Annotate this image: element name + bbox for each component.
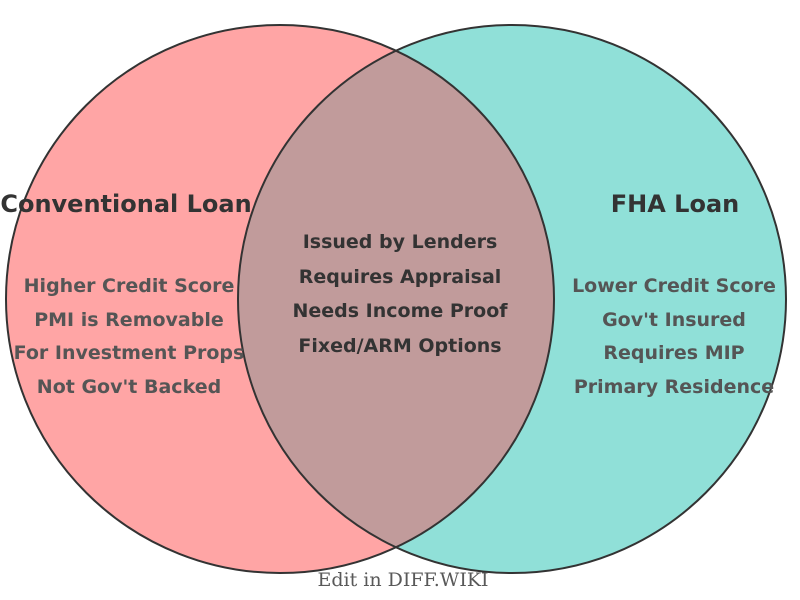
left-set-title: Conventional Loan: [0, 190, 252, 218]
right-items-list: Lower Credit Score Gov't Insured Require…: [572, 270, 776, 404]
intersection-item: Issued by Lenders: [302, 231, 498, 253]
intersection-item: Fixed/ARM Options: [298, 334, 502, 357]
right-item: Gov't Insured: [602, 308, 746, 331]
intersection-item: Needs Income Proof: [292, 300, 508, 322]
right-item: Requires MIP: [603, 342, 745, 364]
edit-link[interactable]: Edit in DIFF.WIKI: [317, 569, 489, 591]
intersection-items-list: Issued by Lenders Requires Appraisal Nee…: [292, 225, 507, 363]
right-set-title: FHA Loan: [610, 190, 740, 218]
right-circle-outline: [237, 24, 787, 574]
left-item: Higher Credit Score: [23, 275, 235, 297]
left-circle-outline: [5, 24, 555, 574]
intersection-item: Requires Appraisal: [298, 265, 502, 288]
left-item: Not Gov't Backed: [36, 375, 222, 398]
right-item: Lower Credit Score: [572, 275, 776, 297]
right-item: Primary Residence: [573, 375, 775, 398]
left-item: PMI is Removable: [34, 308, 224, 331]
intersection-region: [238, 50, 554, 548]
left-item: For Investment Props: [13, 342, 245, 364]
left-items-list: Higher Credit Score PMI is Removable For…: [14, 270, 245, 404]
